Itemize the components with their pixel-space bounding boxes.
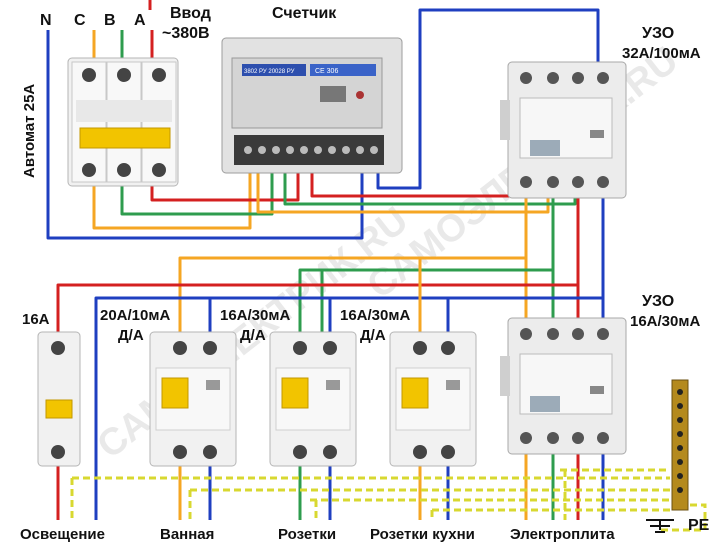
label-rcd-stove-1: УЗО — [642, 293, 674, 310]
rcd-main-lever — [530, 140, 560, 156]
label-c: C — [74, 12, 86, 29]
rcd-main-test-button — [590, 130, 604, 138]
rcbo-kitchen-lever — [401, 377, 429, 409]
circuit-kitchen-sockets: Розетки кухни — [370, 526, 475, 543]
label-pe: PE — [688, 517, 710, 534]
meter-display — [242, 64, 306, 76]
rcbo-sockets-lever — [281, 377, 309, 409]
electricity-meter: 3802 РУ 20028 РУ CE 306 — [221, 37, 403, 174]
label-breaker-16a: 16А — [22, 311, 50, 328]
wire-b-to-meter — [120, 165, 274, 216]
wire-c-to-meter — [92, 165, 252, 230]
breaker-16a-lever — [45, 399, 73, 419]
bus-red — [56, 283, 578, 335]
pe-ground — [660, 503, 707, 532]
label-meter: Счетчик — [272, 5, 337, 22]
label-input-2: ~380В — [162, 25, 210, 42]
label-rcbo1-1: 20А/10мА — [100, 307, 170, 324]
rcd-stove[interactable] — [500, 317, 627, 455]
rcbo-kitchen-test-button — [446, 380, 460, 390]
labels: N C B A Ввод ~380В Счетчик Автомат 25А У… — [20, 5, 710, 543]
rcbo-bath-test-button — [206, 380, 220, 390]
label-rcd-main-2: 32А/100мА — [622, 45, 701, 62]
label-rcbo2-2: Д/А — [240, 327, 266, 344]
bus-orange — [178, 256, 526, 335]
bus-neutral — [94, 296, 603, 520]
wire-meter-n-out — [376, 8, 600, 190]
breaker-16a[interactable] — [37, 331, 81, 467]
label-input-1: Ввод — [170, 5, 211, 22]
rcd-main[interactable] — [500, 61, 627, 199]
wire-a-to-meter — [150, 165, 300, 202]
meter-model-right: CE 306 — [315, 68, 338, 75]
wire-neutral-in — [46, 30, 364, 240]
label-a: A — [134, 12, 146, 29]
circuit-stove: Электроплита — [510, 526, 615, 543]
rcd-stove-lever — [530, 396, 560, 412]
circuit-bath: Ванная — [160, 526, 214, 543]
label-rcd-stove-2: 16А/30мА — [630, 313, 700, 330]
bus-green-2 — [320, 268, 553, 335]
ground-icon — [646, 519, 674, 533]
rcbo-kitchen[interactable] — [389, 331, 477, 467]
label-rcbo1-2: Д/А — [118, 327, 144, 344]
label-rcd-main-1: УЗО — [642, 25, 674, 42]
circuit-lighting: Освещение — [20, 526, 105, 543]
pe-busbar — [671, 379, 689, 511]
pe-wires — [70, 468, 707, 532]
rcbo-sockets[interactable] — [269, 331, 357, 467]
rcbo-bath-lever — [161, 377, 189, 409]
label-b: B — [104, 12, 116, 29]
label-n: N — [40, 12, 52, 29]
label-rcbo2-1: 16А/30мА — [220, 307, 290, 324]
label-rcbo3-1: 16А/30мА — [340, 307, 410, 324]
main-breaker-lever — [79, 127, 171, 149]
main-breaker[interactable] — [67, 57, 179, 187]
rcd-stove-test-button — [590, 386, 604, 394]
label-main-breaker: Автомат 25А — [21, 84, 38, 178]
label-rcbo3-2: Д/А — [360, 327, 386, 344]
rcbo-bath[interactable] — [149, 331, 237, 467]
meter-model-left: 3802 РУ 20028 РУ — [244, 69, 295, 75]
circuit-sockets: Розетки — [278, 526, 336, 543]
rcbo-sockets-test-button — [326, 380, 340, 390]
